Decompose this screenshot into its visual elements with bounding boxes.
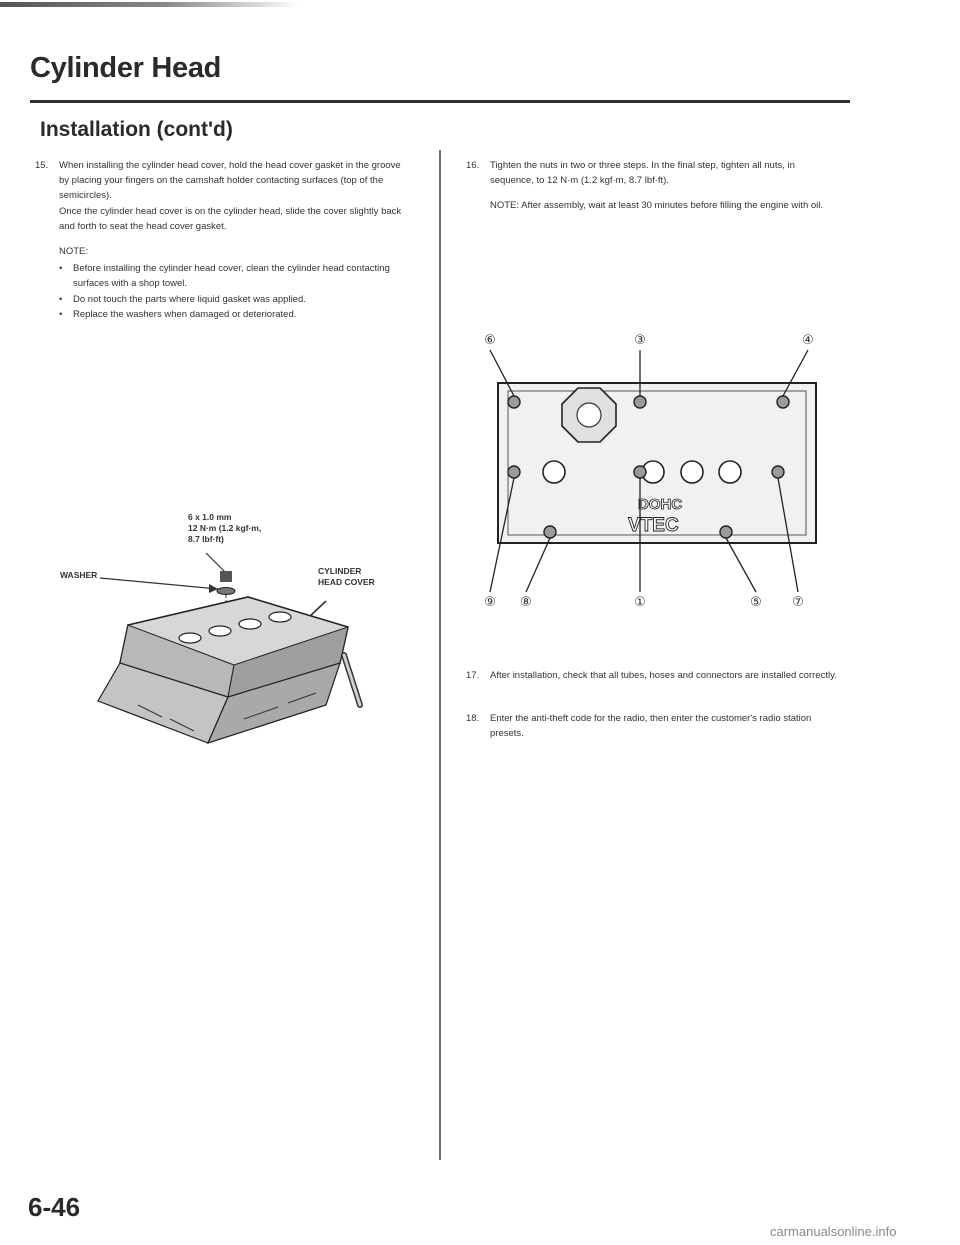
washer-callout: WASHER <box>60 570 98 580</box>
page-number: 6-46 <box>28 1192 81 1222</box>
note-label: NOTE: <box>59 246 89 258</box>
bullet-icon: • <box>59 308 63 320</box>
bullet-icon: • <box>59 293 63 305</box>
step-number: 16. <box>466 160 480 171</box>
step-paragraph: Once the cylinder head cover is on the c… <box>59 205 402 232</box>
sequence-label: ④ <box>802 333 814 348</box>
step-number: 17. <box>466 670 480 681</box>
bullet-icon: • <box>59 263 63 275</box>
sequence-label: ⑤ <box>750 595 762 610</box>
sequence-label: ① <box>634 595 646 610</box>
step-number: 15. <box>35 160 49 171</box>
cover-emblem-dohc: DOHC <box>638 496 682 513</box>
sequence-label: ⑨ <box>484 595 496 610</box>
cover-callout: CYLINDER HEAD COVER <box>318 566 375 587</box>
site-watermark: carmanualsonline.info <box>770 1224 897 1239</box>
column-divider <box>439 150 441 1160</box>
step-paragraph: Tighten the nuts in two or three steps. … <box>490 160 795 187</box>
sequence-label: ⑦ <box>792 595 804 610</box>
note-text: NOTE: After assembly, wait at least 30 m… <box>490 200 824 212</box>
step-number: 18. <box>466 713 480 724</box>
cover-emblem-vtec: VTEC <box>628 515 679 536</box>
step-paragraph: When installing the cylinder head cover,… <box>59 160 401 202</box>
sequence-label: ③ <box>634 333 646 348</box>
page-title: Cylinder Head <box>30 52 222 84</box>
title-rule <box>30 100 850 103</box>
step-paragraph: Enter the anti-theft code for the radio,… <box>490 713 812 740</box>
sequence-label: ⑧ <box>520 595 532 610</box>
header-accent-bar <box>0 2 300 7</box>
note-bullet: •Do not touch the parts where liquid gas… <box>59 292 410 307</box>
washer-leader <box>99 577 219 590</box>
cylinder-head-cover-illustration <box>97 552 363 744</box>
note-bullet: •Before installing the cylinder head cov… <box>59 263 390 290</box>
sequence-label: ⑥ <box>484 333 496 348</box>
step-paragraph: After installation, check that all tubes… <box>490 670 837 681</box>
note-bullet: •Replace the washers when damaged or det… <box>59 307 410 322</box>
torque-spec-callout: 6 x 1.0 mm 12 N·m (1.2 kgf·m, 8.7 lbf·ft… <box>188 512 262 544</box>
tightening-sequence-diagram: DOHC VTEC ⑥ ③ ④ ⑨ ⑧ ① ⑤ ⑦ <box>484 333 817 610</box>
section-subtitle: Installation (cont'd) <box>40 118 233 141</box>
